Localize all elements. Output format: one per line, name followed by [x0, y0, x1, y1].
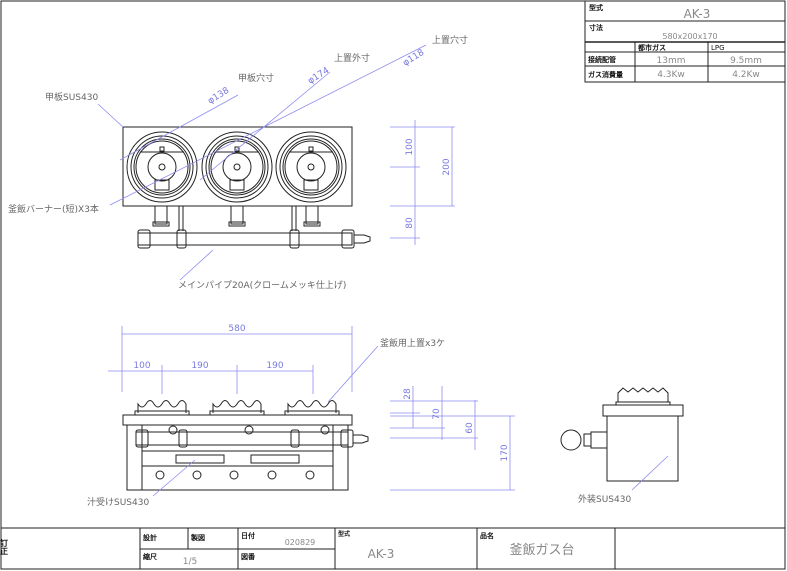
scale-value: 1/5 — [183, 557, 197, 567]
dim-190-a: 190 — [191, 361, 208, 371]
title-model-value: AK-3 — [368, 547, 395, 561]
label-main-pipe: メインパイプ20A(クロームメッキ仕上げ) — [178, 279, 346, 291]
burner-rack — [209, 400, 265, 416]
title-model-label: 型式 — [338, 530, 350, 538]
burner-rack — [134, 400, 190, 416]
front-view: 580 100 190 190 釜飯用上置x3ケ 汁受けSUS430 28 70 — [87, 324, 515, 508]
drawing-no-label: 図番 — [241, 552, 256, 561]
burner-top — [275, 131, 347, 203]
dim-580: 580 — [228, 324, 245, 334]
drip-tray-handle — [250, 454, 300, 464]
label-drip-tray: 汁受けSUS430 — [87, 496, 149, 508]
label-rack-outer: 上置外寸 — [334, 52, 370, 64]
burner-top — [201, 131, 273, 203]
spec-table: 型式 AK-3 寸法 580x200x170 都市ガス LPG 接続配管 13m… — [584, 0, 786, 83]
label-rack: 釜飯用上置x3ケ — [380, 337, 445, 349]
side-view: 外装SUS430 — [560, 387, 684, 505]
dim-top-200: 200 — [442, 158, 452, 175]
revision-label: 訂正 — [0, 538, 9, 555]
dim-60: 60 — [465, 422, 475, 434]
spec-pipe-city: 13mm — [657, 56, 686, 66]
dim-28: 28 — [403, 388, 413, 400]
body — [126, 424, 349, 491]
spec-model-value: AK-3 — [684, 7, 711, 21]
drafting-label: 製図 — [190, 533, 205, 542]
dim-190-b: 190 — [266, 361, 283, 371]
label-rack-hole: 上置穴寸 — [432, 34, 468, 46]
main-pipe — [137, 232, 353, 246]
dim-100: 100 — [133, 361, 150, 371]
dim-70: 70 — [432, 408, 442, 420]
spec-size-value: 580x200x170 — [662, 32, 717, 41]
product-label: 品名 — [480, 531, 494, 540]
dim-dia-174: φ174 — [306, 66, 331, 87]
date-label: 日付 — [241, 531, 255, 540]
product-value: 釜飯ガス台 — [509, 543, 574, 558]
title-block: 訂正 設計 製図 日付 020829 縮尺 1/5 図番 型式 AK-3 品名 … — [0, 527, 786, 570]
label-top-plate: 甲板SUS430 — [45, 91, 98, 103]
dim-top-80: 80 — [405, 217, 415, 229]
gas-inlet-nozzle — [354, 234, 371, 244]
spec-consumption-lpg: 4.2Kw — [732, 70, 760, 80]
design-label: 設計 — [143, 533, 157, 542]
spec-consumption-city: 4.3Kw — [657, 70, 685, 80]
label-plate-hole: 甲板穴寸 — [238, 72, 274, 84]
spec-pipe-label: 接続配管 — [588, 55, 616, 64]
spec-consumption-label: ガス消費量 — [588, 70, 623, 79]
label-exterior: 外装SUS430 — [578, 493, 631, 505]
burner-rack — [284, 400, 340, 416]
spec-col-city-gas: 都市ガス — [637, 43, 666, 52]
spec-col-lpg: LPG — [711, 44, 725, 52]
dim-170: 170 — [500, 444, 510, 461]
top-view: 甲板SUS430 釜飯バーナー(短)X3本 甲板穴寸 上置外寸 上置穴寸 φ13… — [8, 34, 468, 291]
dim-dia-138: φ138 — [206, 86, 231, 107]
scale-label: 縮尺 — [143, 552, 157, 561]
spec-pipe-lpg: 9.5mm — [730, 56, 762, 66]
spec-size-label: 寸法 — [589, 23, 603, 32]
dim-top-100: 100 — [405, 138, 415, 155]
burner-top — [126, 131, 198, 203]
valve-knob — [560, 429, 582, 451]
drip-tray-handle — [175, 454, 225, 464]
spec-model-label: 型式 — [589, 3, 603, 12]
date-value: 020829 — [285, 538, 316, 547]
label-burner: 釜飯バーナー(短)X3本 — [8, 203, 99, 215]
